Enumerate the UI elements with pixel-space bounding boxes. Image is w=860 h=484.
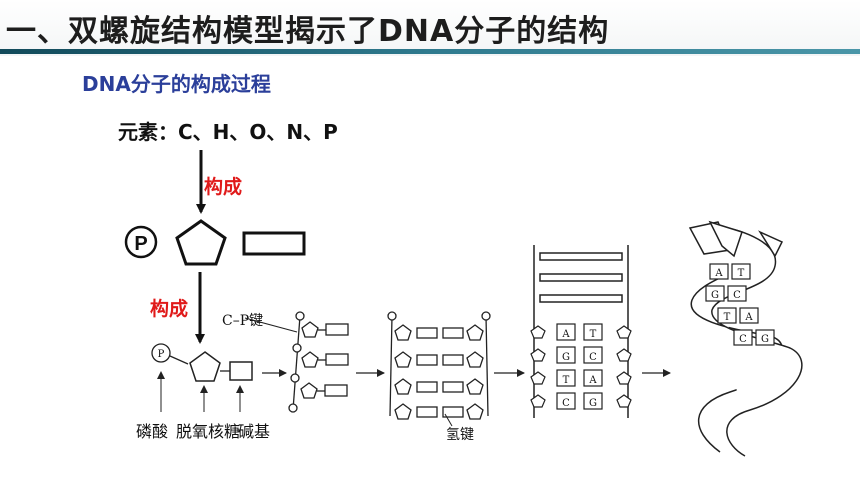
single-strand [244, 311, 349, 413]
svg-text:P: P [158, 349, 165, 360]
elements-line: 元素：C、H、O、N、P [118, 120, 338, 144]
compose-label-1: 构成 [204, 176, 243, 198]
base-letter: T [590, 329, 597, 340]
deoxyribose-pentagon-icon [175, 219, 227, 266]
section-subtitle: DNA分子的构成过程 [82, 72, 271, 96]
base-letter: C [733, 290, 741, 301]
label-phosphate: 磷酸 [136, 422, 169, 441]
base-letter: G [562, 352, 570, 363]
title-underline [0, 49, 860, 54]
base-letter: C [562, 398, 570, 409]
base-letter: A [588, 375, 597, 386]
dna-ladder [533, 245, 629, 418]
base-letter: G [761, 334, 769, 345]
nucleotide: P [151, 343, 253, 412]
base-letter: A [561, 329, 570, 340]
cp-bond-label: C–P键 [222, 313, 264, 329]
hydrogen-bond-label: 氢键 [446, 427, 474, 443]
base-letter: T [738, 268, 745, 279]
base-letter: T [563, 375, 570, 386]
svg-text:P: P [134, 233, 147, 255]
base-letter: G [589, 398, 597, 409]
base-letter: C [739, 334, 747, 345]
phosphate-symbol: P [124, 225, 158, 259]
label-deoxyribose: 脱氧核糖 [176, 422, 241, 441]
base-letter: C [589, 352, 597, 363]
base-letter: T [724, 312, 731, 323]
page-title: 一、双螺旋结构模型揭示了DNA分子的结构 [6, 14, 610, 49]
base-letter: A [714, 268, 723, 279]
base-rectangle-icon [242, 231, 306, 256]
label-base: 碱基 [238, 422, 271, 441]
compose-label-2: 构成 [150, 298, 189, 320]
base-letter: A [744, 312, 753, 323]
base-letter: G [711, 290, 719, 301]
title-bar: 一、双螺旋结构模型揭示了DNA分子的结构 [0, 0, 860, 56]
double-strand [387, 311, 491, 427]
